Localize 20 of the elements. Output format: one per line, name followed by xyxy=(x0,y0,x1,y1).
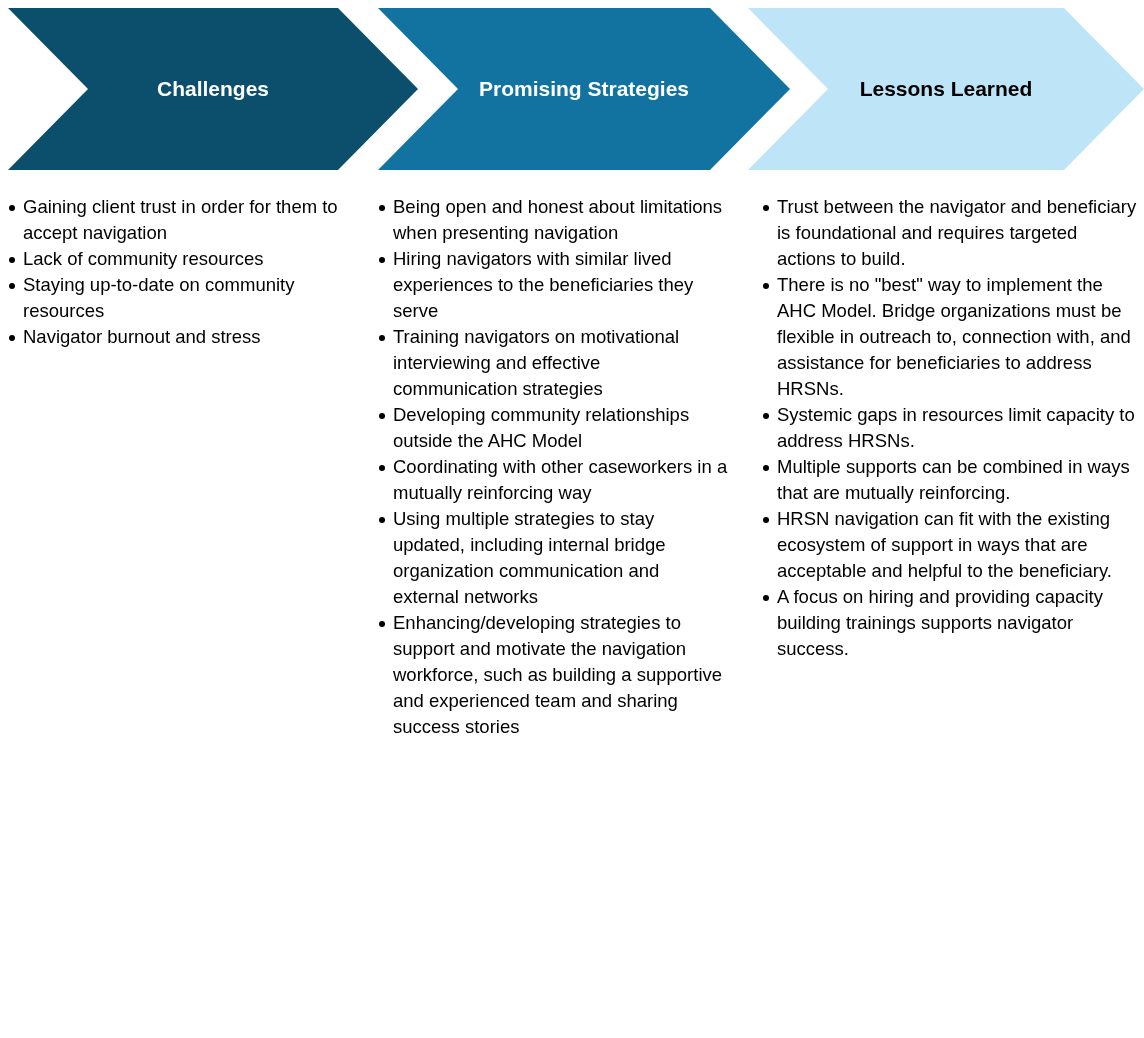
bullet-text: Using multiple strategies to stay updated, including internal bridge organization communication and external networks xyxy=(393,507,667,609)
bullet-text: There is no "best" way to implement the AHC Model. Bridge organizations must be flexible in outreach to, connection with, and assistance for beneficiaries to address HRSNs. xyxy=(777,273,1132,401)
bullet-text: A focus on hiring and providing capacity building trainings supports navigator success. xyxy=(777,585,1104,661)
bullet-text: Trust between the navigator and beneficiary is foundational and requires targeted actions to build. xyxy=(777,195,1138,271)
bullet-text: Developing community relationships outside the AHC Model xyxy=(393,403,691,453)
chevron-heading: Challenges xyxy=(156,76,269,102)
bullet-text: Systemic gaps in resources limit capacity to address HRSNs. xyxy=(777,403,1136,453)
bullet-text: Training navigators on motivational interviewing and effective communication strategies xyxy=(393,325,681,401)
bullet-text: Lack of community resources xyxy=(23,247,264,271)
bullet-text: Navigator burnout and stress xyxy=(23,325,261,349)
bullet-text: Coordinating with other caseworkers in a mutually reinforcing way xyxy=(393,455,728,505)
bullet-text: Being open and honest about limitations when presenting navigation xyxy=(393,195,724,245)
bullet-text: Hiring navigators with similar lived experiences to the beneficiaries they serve xyxy=(393,247,695,323)
bullet-text: HRSN navigation can fit with the existing ecosystem of support in ways that are acceptable and helpful to the beneficiary. xyxy=(777,507,1113,583)
chevron-heading: Lessons Learned xyxy=(859,76,1033,102)
bullet-text: Gaining client trust in order for them to accept navigation xyxy=(23,195,339,245)
chevron-heading: Promising Strategies xyxy=(478,76,690,102)
bullet-text: Multiple supports can be combined in ways that are mutually reinforcing. xyxy=(777,455,1131,505)
bullet-text: Staying up-to-date on community resources xyxy=(23,273,296,323)
bullet-text: Enhancing/developing strategies to support and motivate the navigation workforce, such as building a supportive and experienced team and sharing success stories xyxy=(393,611,724,739)
